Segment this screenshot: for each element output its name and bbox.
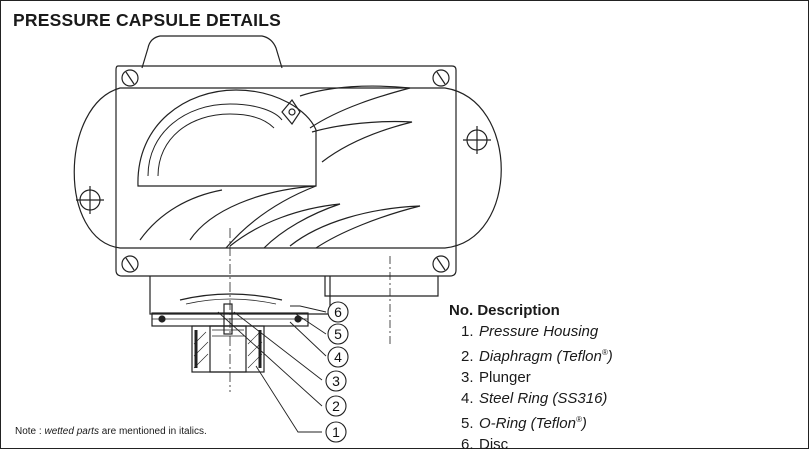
legend-header: No. Description (449, 302, 560, 319)
svg-text:6: 6 (334, 304, 342, 320)
sensor-block (149, 276, 331, 315)
legend-item: 4.Steel Ring (SS316) (461, 390, 608, 407)
top-tab (141, 35, 283, 69)
legend-item: 5.O-Ring (Teflon®) (461, 415, 587, 432)
swoosh-2 (311, 120, 413, 163)
rear-housing-outline (73, 87, 502, 249)
callout-4: 4 (327, 346, 349, 368)
mounting-hole-left (76, 186, 104, 214)
swoosh-1 (299, 85, 411, 129)
legend-item: 2.Diaphragm (Teflon®) (461, 348, 613, 365)
footnote: Note : wetted parts are mentioned in ita… (15, 426, 207, 437)
svg-text:2: 2 (332, 398, 340, 414)
swoosh-3 (189, 185, 317, 249)
pressure-fitting (191, 325, 265, 373)
leader-4 (289, 321, 327, 357)
svg-text:5: 5 (334, 326, 342, 342)
plunger (223, 303, 233, 335)
side-box (324, 276, 439, 297)
leader-6 (290, 305, 327, 313)
screw-bottom-left (121, 255, 139, 273)
callout-3: 3 (325, 370, 347, 392)
screw-top-left (121, 69, 139, 87)
svg-text:1: 1 (332, 424, 340, 440)
callout-2: 2 (325, 395, 347, 417)
front-cover (115, 65, 457, 277)
callout-6: 6 (327, 301, 349, 323)
legend-item: 3.Plunger (461, 369, 531, 386)
callouts: 6 5 4 3 2 1 (325, 301, 349, 443)
dial-window (137, 89, 317, 187)
svg-text:3: 3 (332, 373, 340, 389)
swoosh-6 (139, 189, 223, 241)
legend-item: 6.Disc (461, 436, 509, 453)
callout-1: 1 (325, 421, 347, 443)
swoosh-5 (289, 205, 421, 249)
dial-scale (147, 103, 283, 177)
figure-title: PRESSURE CAPSULE DETAILS (13, 10, 281, 30)
leader-5 (295, 313, 327, 335)
capsule-dome (179, 293, 283, 301)
screw-top-right (432, 69, 450, 87)
pointer (281, 98, 301, 126)
mounting-hole-right (463, 126, 491, 154)
svg-text:4: 4 (334, 349, 342, 365)
parts-legend: No. Description 1.Pressure Housing 2.Dia… (449, 300, 613, 455)
screw-bottom-right (432, 255, 450, 273)
legend-item: 1.Pressure Housing (461, 323, 599, 340)
leader-2 (217, 311, 323, 407)
leader-3 (233, 311, 323, 381)
leader-1 (255, 365, 322, 433)
callout-5: 5 (327, 323, 349, 345)
swoosh-4 (229, 203, 341, 249)
